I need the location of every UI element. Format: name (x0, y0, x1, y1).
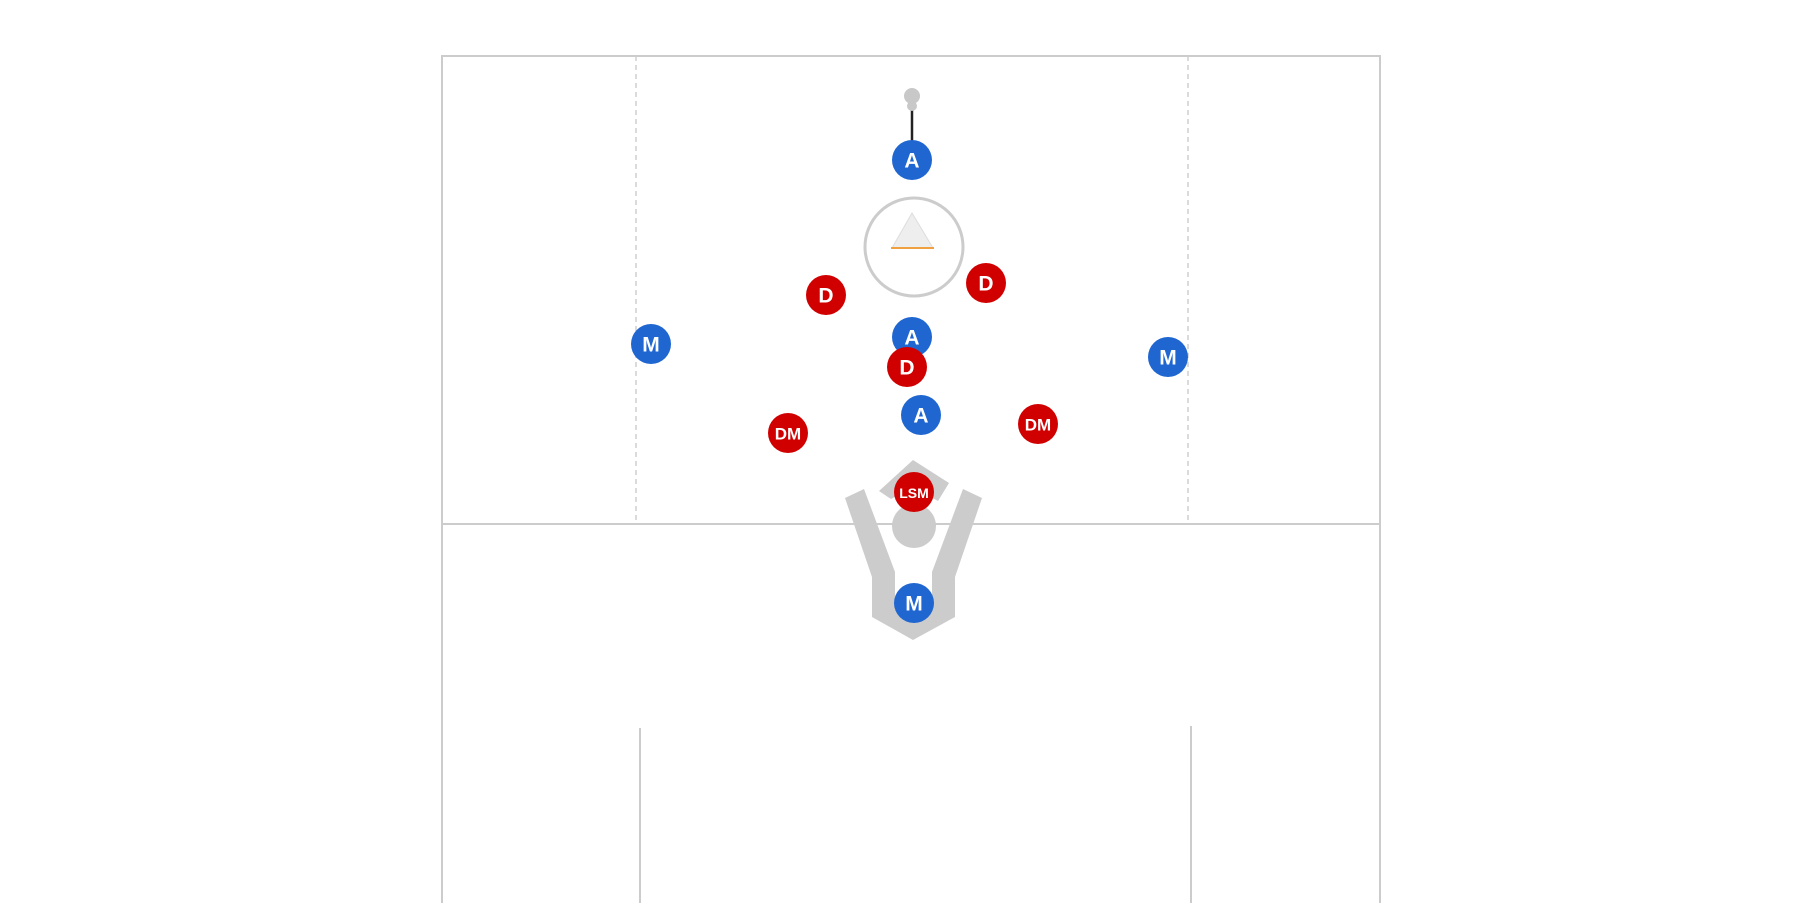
player-marker (966, 263, 1006, 303)
player-marker (892, 140, 932, 180)
player-marker (1018, 404, 1058, 444)
player-label: DM (1025, 416, 1051, 435)
player-marker (768, 413, 808, 453)
player-marker (894, 583, 934, 623)
player-marker (892, 317, 932, 357)
player-defense-dm[interactable]: DM (768, 413, 808, 453)
player-offense-a[interactable]: A (901, 395, 941, 435)
ball-icon (904, 88, 920, 111)
player-marker (806, 275, 846, 315)
player-defense-d[interactable]: D (887, 347, 927, 387)
player-label: A (913, 405, 928, 428)
player-marker (887, 347, 927, 387)
player-offense-m[interactable]: M (1148, 337, 1188, 377)
players-layer: A A A M M M D D D DM DM LSM (631, 140, 1188, 623)
player-label: DM (775, 425, 801, 444)
player-label: A (904, 327, 919, 350)
field-boundary (441, 55, 1381, 903)
player-label: D (978, 273, 993, 296)
player-marker (1148, 337, 1188, 377)
player-offense-a[interactable]: A (892, 317, 932, 357)
player-defense-lsm[interactable]: LSM (894, 472, 934, 512)
player-defense-dm[interactable]: DM (1018, 404, 1058, 444)
player-label: M (905, 593, 923, 616)
player-label: LSM (899, 485, 929, 501)
player-label: A (904, 150, 919, 173)
player-defense-d[interactable]: D (966, 263, 1006, 303)
player-marker (894, 472, 934, 512)
player-marker (631, 324, 671, 364)
player-offense-a[interactable]: A (892, 140, 932, 180)
player-defense-d[interactable]: D (806, 275, 846, 315)
player-label: M (642, 334, 660, 357)
player-offense-m[interactable]: M (631, 324, 671, 364)
player-offense-m[interactable]: M (894, 583, 934, 623)
player-label: M (1159, 347, 1177, 370)
player-marker (901, 395, 941, 435)
player-label: D (818, 285, 833, 308)
player-label: D (899, 357, 914, 380)
